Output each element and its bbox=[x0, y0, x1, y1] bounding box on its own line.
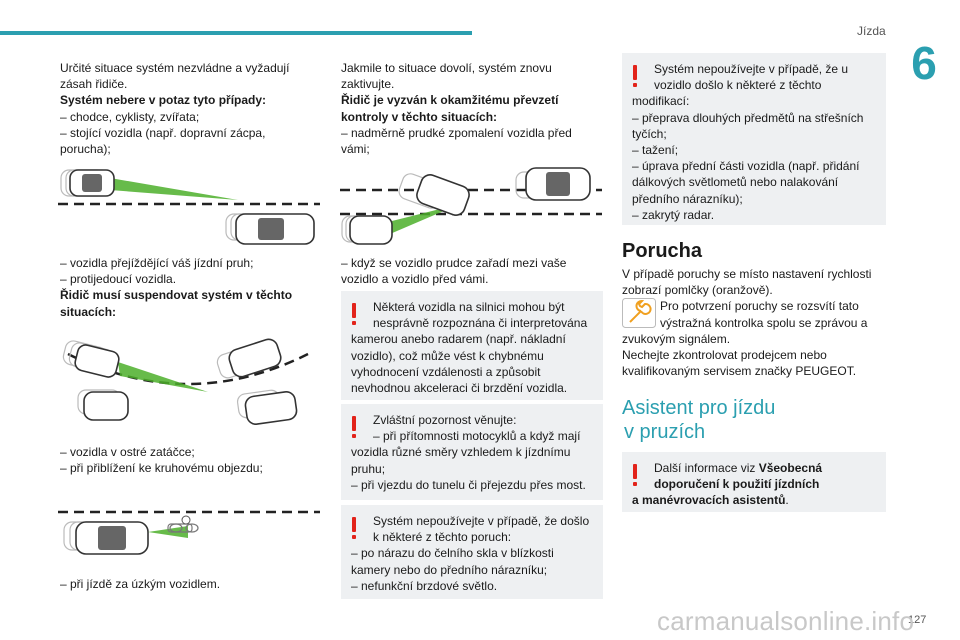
illustration-cut-in bbox=[340, 167, 602, 245]
warning-box-1: Některá vozidla na silnici mohou být nes… bbox=[341, 291, 603, 400]
watermark: carmanualsonline.info bbox=[657, 606, 915, 636]
warning-icon bbox=[352, 517, 357, 539]
illustration-narrow-vehicle bbox=[58, 510, 320, 555]
illustration-stationary-vehicle bbox=[58, 169, 320, 245]
fault-text: V případě poruchy se místo nastavení ryc… bbox=[622, 267, 872, 379]
warning-box-3: Systém nepoužívejte v případě, že došlo … bbox=[341, 505, 603, 599]
lane-assist-heading: Asistent pro jízdu v pruzích bbox=[622, 397, 776, 443]
warning-icon bbox=[633, 65, 638, 87]
wrench-warning-icon bbox=[622, 298, 656, 328]
page-number: 127 bbox=[908, 614, 927, 626]
column-1: Určité situace systém nezvládne a vyžadu… bbox=[60, 61, 290, 157]
warning-box-4: Systém nepoužívejte v případě, že u vozi… bbox=[622, 53, 886, 225]
column-2: Jakmile to situace dovolí, systém znovu … bbox=[341, 61, 572, 157]
warning-icon bbox=[352, 416, 357, 438]
warning-box-5: Další informace viz Všeobecná doporučení… bbox=[622, 452, 886, 512]
warning-icon bbox=[633, 464, 638, 486]
column-1-c: – vozidla v ostré zatáčce; – při přiblíž… bbox=[60, 445, 263, 476]
fault-heading: Porucha bbox=[622, 240, 703, 262]
illustration-sharp-curve bbox=[62, 338, 309, 425]
header-accent-bar bbox=[0, 31, 472, 35]
column-1-d: – při jízdě za úzkým vozidlem. bbox=[60, 577, 221, 591]
section-title: Jízda bbox=[857, 24, 886, 38]
warning-icon bbox=[352, 303, 357, 325]
chapter-number: 6 bbox=[911, 37, 937, 89]
column-1-b: – vozidla přejíždějící váš jízdní pruh; … bbox=[60, 256, 293, 319]
warning-box-2: Zvláštní pozornost věnujte: – při přítom… bbox=[341, 404, 603, 500]
column-2-b: – když se vozidlo prudce zařadí mezi vaš… bbox=[341, 256, 567, 287]
